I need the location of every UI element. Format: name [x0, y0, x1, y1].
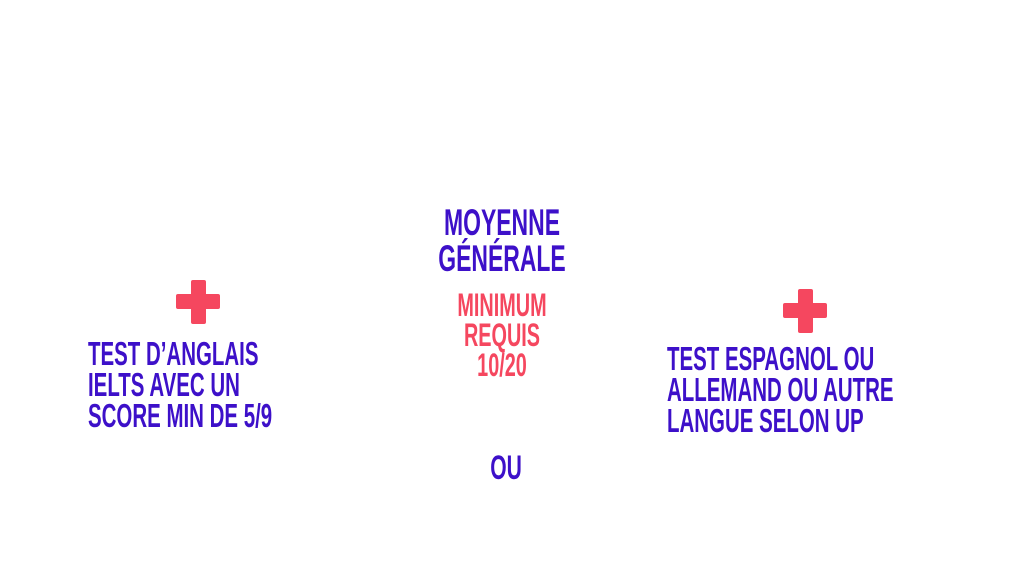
right-line-1: TEST ESPAGNOL OU	[667, 340, 875, 377]
right-requirement: TEST ESPAGNOL OU ALLEMAND OU AUTRE LANGU…	[667, 340, 894, 439]
left-line-1: TEST D’ANGLAIS	[88, 335, 259, 372]
separator-text: OU	[490, 449, 522, 487]
center-title-line-2: GÉNÉRALE	[438, 238, 566, 279]
separator-ou: OU	[444, 450, 568, 486]
requirement-line-3: 10/20	[477, 347, 527, 383]
center-requirement: MINIMUM REQUIS 10/20	[409, 287, 595, 383]
right-line-2: ALLEMAND OU AUTRE	[667, 371, 894, 408]
requirement-line-1: MINIMUM	[457, 287, 547, 323]
center-title-line-1: MOYENNE	[444, 202, 560, 243]
requirement-line-2: REQUIS	[463, 317, 541, 353]
left-line-3: SCORE MIN DE 5/9	[88, 397, 273, 434]
plus-icon	[176, 280, 220, 324]
left-line-2: IELTS AVEC UN	[88, 366, 240, 403]
right-line-3: LANGUE SELON UP	[667, 402, 864, 439]
center-title: MOYENNE GÉNÉRALE	[409, 202, 595, 279]
left-requirement: TEST D’ANGLAIS IELTS AVEC UN SCORE MIN D…	[88, 335, 273, 434]
plus-icon	[783, 289, 827, 333]
